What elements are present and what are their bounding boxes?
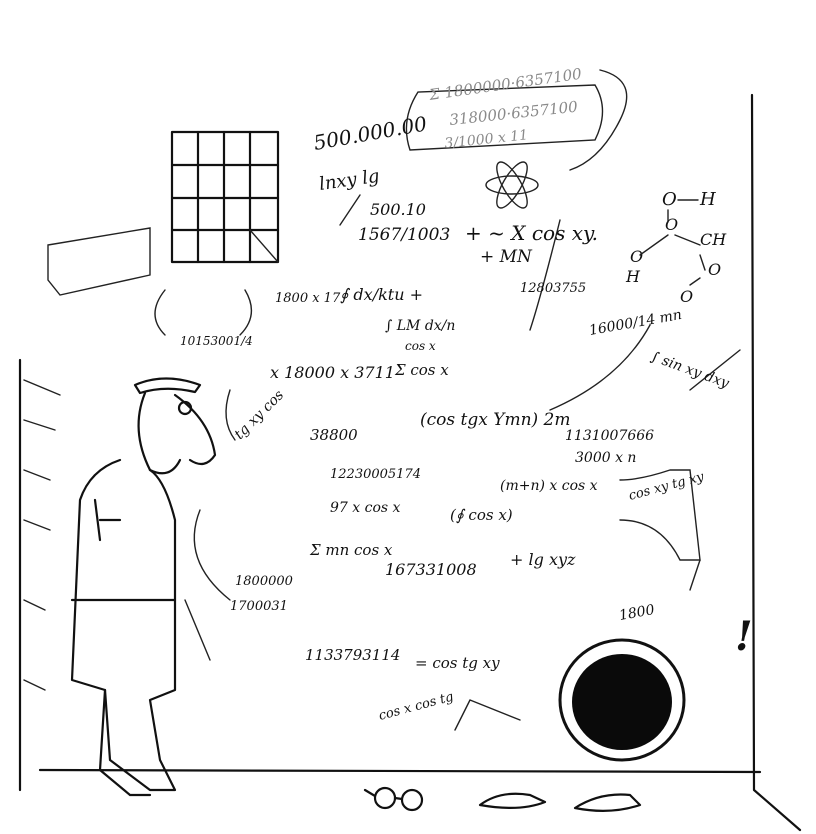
formula: 12230005174 [330,467,421,482]
chem-h1: H [699,189,716,210]
formula: cos x [405,339,436,353]
formula: + ~ X cos xy. [465,221,598,245]
formula: 3000 x n [575,450,636,466]
chem-ch: CH [700,230,727,249]
formula: (∮ cos x) [450,506,513,524]
formula: cos x cos tg [377,689,455,723]
formula: ∫ LM dx/n [385,318,455,334]
formula: 1567/1003 [358,225,450,245]
formula: (m+n) x cos x [500,478,598,494]
formula: 12803755 [520,281,586,296]
formula: Σ 1800000·6357100 [427,65,583,104]
chem-o3: O [630,247,643,266]
exclamation-mark: ! [735,613,753,660]
room-lines [18,93,802,832]
officer-figure [70,377,217,797]
chem-h2: H [625,267,641,286]
formula: 1131007666 [565,428,654,444]
formula: = cos tg xy [415,654,500,672]
formula: tg xy cos [232,387,288,443]
shoes [478,792,642,812]
formula: 10153001/4 [180,334,253,348]
formula: 1800 x 17 [275,291,341,306]
formula: 1800 [618,602,656,624]
scribble-strokes [47,69,741,731]
chem-o2: O [665,215,678,234]
formula: 1700031 [230,599,288,614]
formula: 167331008 [385,560,477,579]
formula: 38800 [310,426,358,444]
formula: Σ cos x [394,361,449,379]
formula: 500.000.00 [312,111,429,155]
formula: x 18000 x 3711 [270,363,395,382]
glasses [363,786,424,812]
formula: (cos tgx Ymn) 2m [420,410,571,430]
formula: cos xy tg xy [627,469,706,504]
formula: 1133793114 [305,646,400,664]
chem-o1: O [662,189,677,210]
wall-formulas: 500.000.00 Σ 1800000·6357100 318000·6357… [180,65,753,724]
hole-in-wall [558,638,686,762]
formula: ∫ sin xy dxy [649,349,732,392]
formula: 97 x cos x [330,500,401,516]
formula: 3/1000 x 11 [444,127,529,152]
formula: + MN [480,247,533,267]
chemical-structure: O H O CH O H O O [625,189,727,306]
formula: 16000/14 mn [588,307,683,339]
chem-o4: O [708,260,721,279]
chem-o5: O [680,287,693,306]
formula: Σ mn cos x [309,541,393,559]
formula: lnxy lg [318,166,381,195]
atom-icon [485,161,539,209]
formula: ∮ dx/ktu + [340,285,423,304]
formula: 1800000 [235,574,293,589]
barred-window [170,130,280,264]
formula: 500.10 [370,200,426,219]
formula: + lg xyz [510,550,576,569]
formula: 318000·6357100 [449,98,579,129]
